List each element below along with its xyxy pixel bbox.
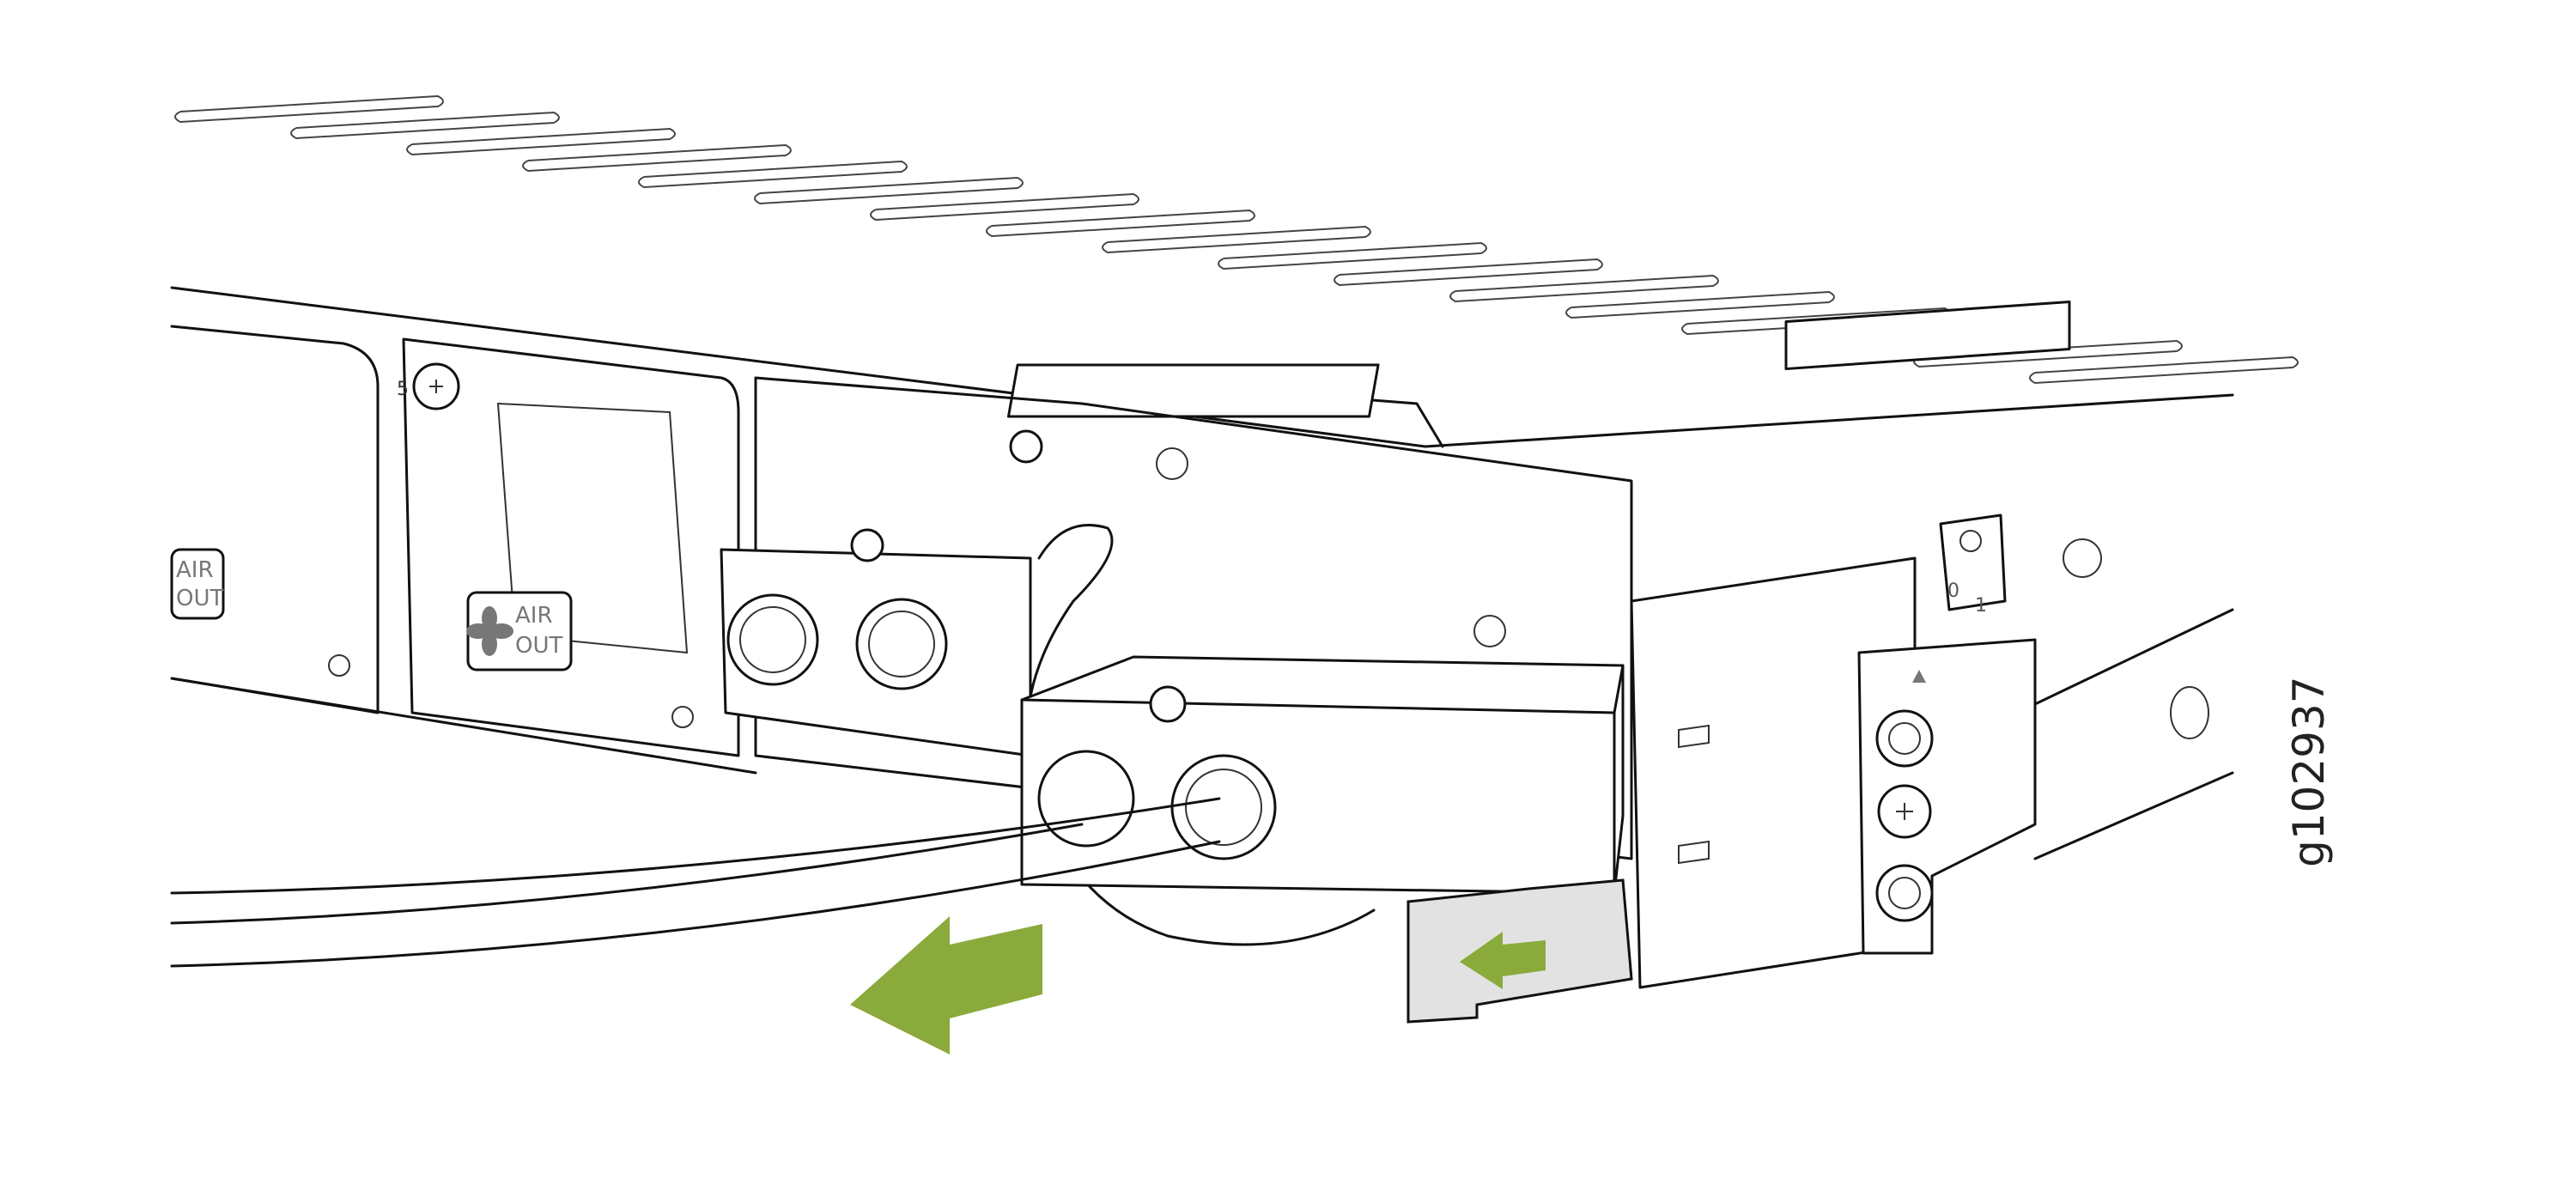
vent-slot xyxy=(1102,225,1371,254)
power-icon xyxy=(1959,530,1982,552)
press-latch-arrow xyxy=(1460,932,1546,989)
screw-icon xyxy=(2170,686,2209,739)
figure-id: g102937 xyxy=(2284,676,2334,867)
switch-off-label: 0 xyxy=(1947,580,1959,602)
vent-slot xyxy=(870,192,1139,222)
vent-slot xyxy=(754,176,1024,205)
vent-slot xyxy=(522,143,792,173)
power-cord-connector xyxy=(1020,655,1625,895)
vent-slot xyxy=(174,94,444,124)
vent-slot xyxy=(986,209,1255,238)
power-switch-bracket: 0 1 xyxy=(1857,514,2234,955)
fan-module-2: 5 AIR OUT xyxy=(397,337,740,757)
chassis-recess-1 xyxy=(1006,363,1380,418)
vent-slot xyxy=(1449,274,1719,303)
fan-module-1-out-label: OUT xyxy=(176,586,223,611)
vent-slot xyxy=(290,111,560,140)
vent-slot xyxy=(1565,290,1835,319)
vent-slot xyxy=(2029,356,2299,385)
fan-slot-number: 5 xyxy=(397,379,409,400)
fan-module-1: AIR OUT xyxy=(170,325,380,714)
vent-slot xyxy=(406,127,676,156)
fan-icon xyxy=(466,606,513,656)
fan-module-2-out-label: OUT xyxy=(515,633,562,659)
pull-direction-arrow xyxy=(850,916,1042,1054)
power-cord[interactable] xyxy=(170,797,1221,895)
screw-icon xyxy=(1009,429,1043,464)
thumbscrew-icon xyxy=(850,528,884,562)
vent-slot xyxy=(1334,258,1603,287)
chassis-top-edge xyxy=(170,286,2234,448)
esd-warning-icon xyxy=(1912,670,1926,683)
fan-module-1-air-label: AIR xyxy=(176,557,214,583)
screw-icon xyxy=(2063,538,2102,578)
switch-on-label: 1 xyxy=(1975,595,1987,617)
fan-module-2-air-label: AIR xyxy=(515,603,553,629)
vent-slot xyxy=(638,160,908,189)
vent-slot xyxy=(1218,241,1487,270)
chassis-recess-2 xyxy=(1784,300,2071,371)
thumbscrew-icon xyxy=(1149,685,1187,723)
